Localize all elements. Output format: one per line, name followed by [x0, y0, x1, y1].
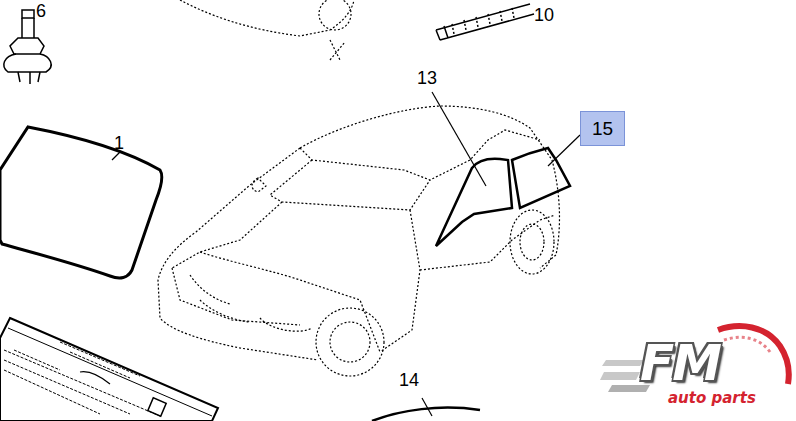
- quarter-window-part: [512, 148, 570, 208]
- clip-part: [4, 10, 51, 84]
- callout-number: 10: [534, 6, 554, 24]
- logo-watermark: FM: [640, 338, 720, 388]
- callout-number: 1: [114, 134, 124, 152]
- moulding-strip: [436, 4, 534, 40]
- callout-number: 15: [592, 119, 613, 138]
- logo-watermark: auto parts: [668, 391, 756, 406]
- sticker-sheet: [0, 318, 218, 421]
- logo-gauge: [600, 326, 789, 392]
- car-top: [180, 0, 354, 36]
- car-body: [158, 40, 559, 376]
- windshield-part: [0, 127, 162, 278]
- rear-glass-part: [372, 408, 480, 421]
- highlight-callout-box: 15: [580, 111, 625, 146]
- leader-lines: [112, 92, 580, 416]
- callout-number: 14: [399, 371, 419, 389]
- callout-number: 6: [36, 2, 46, 20]
- callout-number: 13: [417, 69, 437, 87]
- window-part: [436, 159, 512, 246]
